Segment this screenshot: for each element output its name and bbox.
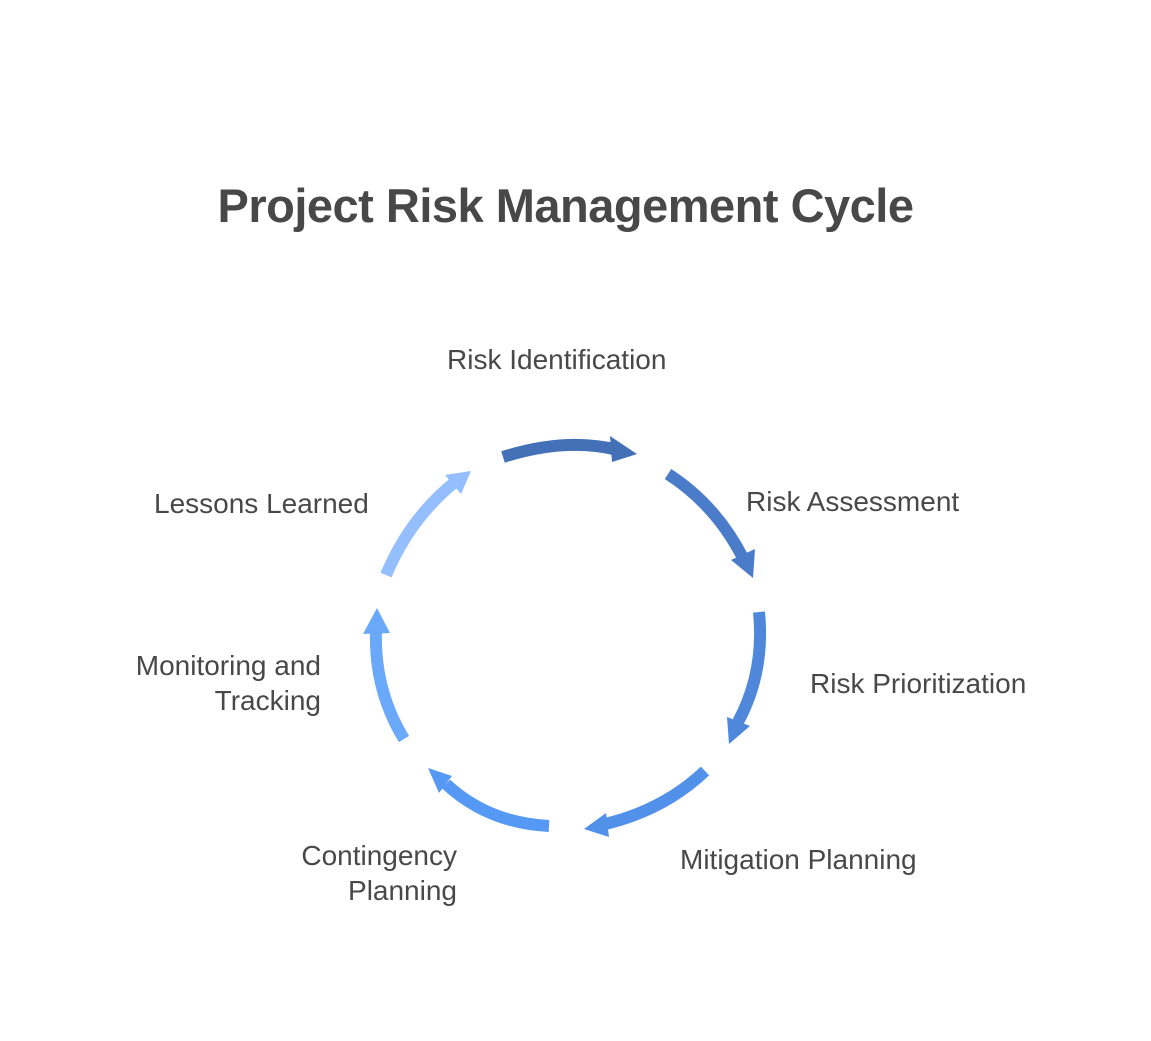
arrow-contingency-planning bbox=[428, 768, 550, 832]
arrow-mitigation-planning bbox=[584, 766, 710, 837]
arrow-risk-assessment bbox=[664, 468, 755, 578]
step-label-lessons-learned: Lessons Learned bbox=[154, 488, 369, 519]
arrow-risk-identification bbox=[501, 436, 637, 463]
diagram-title: Project Risk Management Cycle bbox=[217, 179, 915, 232]
step-label-monitoring-tracking: Monitoring and Tracking bbox=[136, 648, 321, 718]
step-label-line-2: Tracking bbox=[214, 685, 321, 716]
step-label-mitigation-planning: Mitigation Planning bbox=[680, 844, 917, 875]
step-label-risk-assessment: Risk Assessment bbox=[746, 486, 960, 517]
arrow-risk-prioritization bbox=[727, 611, 767, 744]
step-label-contingency-planning: Contingency Planning bbox=[301, 838, 457, 908]
step-label-line-2: Planning bbox=[348, 875, 457, 906]
step-label-risk-prioritization: Risk Prioritization bbox=[810, 668, 1027, 699]
arrow-monitoring-tracking bbox=[363, 608, 410, 743]
arrow-lessons-learned bbox=[380, 471, 471, 578]
step-label-risk-identification: Risk Identification bbox=[447, 344, 667, 375]
step-label-line-1: Monitoring and bbox=[135, 650, 321, 681]
step-label-line-1: Contingency bbox=[301, 840, 457, 871]
